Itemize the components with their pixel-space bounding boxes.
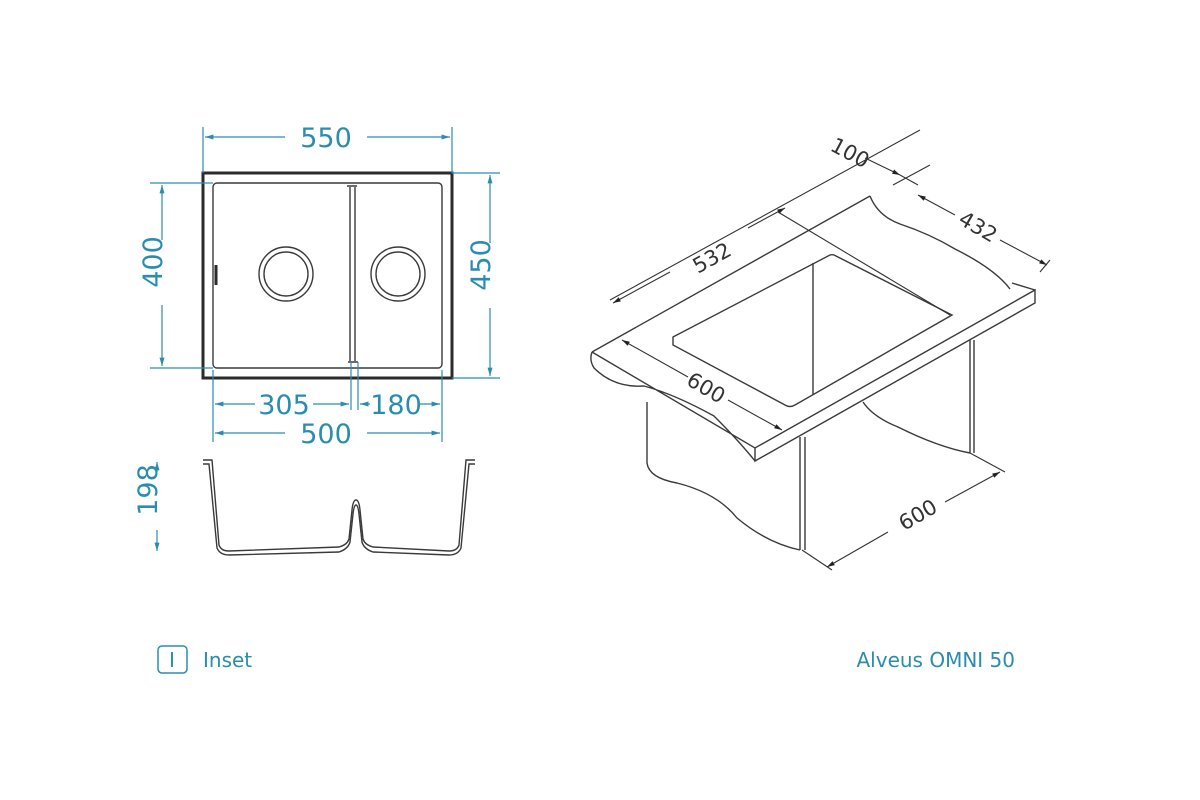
dim-bowl-right: 180 [370, 390, 422, 421]
product-name: Alveus OMNI 50 [857, 648, 1016, 672]
drain-left-icon [258, 246, 314, 302]
svg-text:I: I [169, 648, 175, 672]
dim-counter-front: 600 [683, 368, 730, 409]
bowl-profile [203, 459, 475, 552]
isometric-view: 532 600 100 432 600 [590, 129, 1050, 570]
inset-mount-icon [157, 645, 188, 674]
dim-back-offset: 100 [827, 133, 874, 173]
dim-height: 198 [133, 464, 164, 516]
mount-type-label: I Inset [157, 645, 252, 674]
mount-type-text: Inset [203, 648, 252, 672]
bowl-inner-outline [212, 182, 443, 369]
side-view: 198 [133, 460, 475, 555]
dim-cutout-length: 532 [689, 238, 736, 278]
sink-outline [201, 171, 454, 380]
drain-right-icon [370, 246, 426, 302]
cabinet [646, 340, 975, 551]
top-view: 550 400 450 305 180 500 [138, 123, 500, 450]
dim-cutout-depth: 432 [955, 207, 1002, 248]
dim-cabinet-width: 600 [895, 495, 942, 536]
dim-depth-outer: 450 [466, 239, 497, 291]
dim-width-inner: 500 [300, 419, 352, 450]
dim-width-outer: 550 [300, 123, 352, 154]
dim-bowl-left: 305 [258, 390, 310, 421]
bowl-divider [347, 185, 358, 363]
dim-depth-inner: 400 [138, 236, 169, 288]
